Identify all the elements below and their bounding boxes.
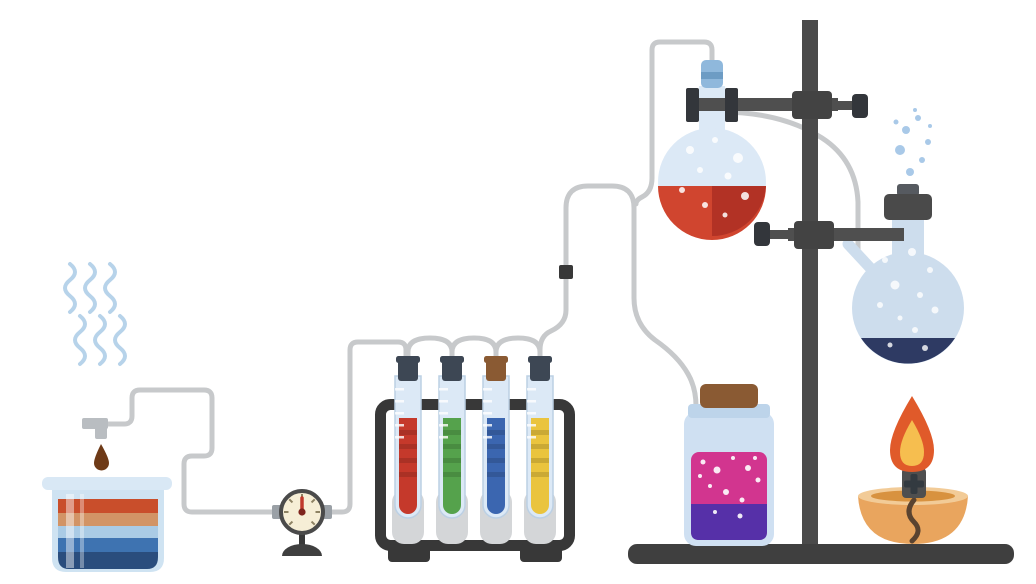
- flask-clamp-upper: [686, 88, 868, 122]
- graduation-marks: [527, 388, 536, 439]
- tube-liquid: [443, 418, 461, 514]
- spirit-burner: [858, 396, 968, 544]
- clamp-screw-knob: [754, 222, 770, 246]
- flask-adapter-cap: [884, 194, 932, 220]
- pressure-gauge: [272, 489, 332, 556]
- stand-base: [628, 544, 1014, 564]
- clamp-block: [792, 91, 832, 119]
- liquid-drop-icon: [94, 444, 109, 471]
- clamp-screw-stem: [832, 101, 854, 110]
- connecting-tubing: [103, 39, 861, 515]
- flame: [890, 396, 934, 472]
- tube-rack-to-junction: [537, 275, 569, 365]
- flask-stopper-band: [701, 72, 723, 79]
- flask-bubbles: [877, 248, 939, 351]
- clamp-screw-knob: [852, 94, 868, 118]
- gauge-base: [282, 544, 322, 556]
- tube-cap: [442, 360, 462, 381]
- boiling-flask-navy: [842, 108, 964, 364]
- liquid-stripes: [399, 430, 417, 477]
- vapor-line: [113, 314, 127, 366]
- liquid-stripes: [487, 430, 505, 477]
- layer-blue: [58, 538, 158, 552]
- jar-liquid-purple: [691, 504, 767, 540]
- flask-adapter-nub: [897, 184, 919, 196]
- flask-liquid-red-shade: [712, 186, 766, 237]
- layer-tan: [58, 513, 158, 526]
- tube-flask-to-junction: [633, 39, 715, 207]
- layer-pale-blue: [58, 526, 158, 538]
- glass-highlight: [80, 494, 84, 568]
- vapor-line: [73, 314, 87, 366]
- rack-foot-right: [520, 544, 562, 562]
- tube-junction-loop-to-jar: [563, 183, 699, 409]
- liquid-stripes: [531, 430, 549, 477]
- beaker-group: [42, 418, 172, 572]
- flask-bulb: [852, 252, 964, 364]
- vapor-line: [103, 262, 117, 314]
- glass-highlight: [66, 494, 74, 568]
- jar-cork: [700, 384, 758, 408]
- specimen-jar: [684, 384, 774, 546]
- beaker-rim: [42, 477, 172, 490]
- tube-flask-to-boiling-flask: [717, 109, 861, 255]
- test-tube-blue: [482, 356, 510, 519]
- rack-foot-left: [388, 544, 430, 562]
- round-flask-red: [658, 60, 766, 240]
- beaker-liquid-layers: [58, 494, 158, 569]
- flask-clamp-lower: [754, 221, 904, 249]
- jar-bubbles: [698, 456, 761, 519]
- test-tube-green: [438, 356, 466, 519]
- tube-dropper-to-gauge: [103, 387, 279, 515]
- dropper: [82, 418, 109, 471]
- tube-liquid: [487, 418, 505, 514]
- gauge-stem: [299, 533, 305, 550]
- layer-navy: [58, 552, 158, 569]
- graduation-marks: [395, 388, 404, 439]
- steam-vapor-lines: [63, 262, 127, 366]
- clamp-block: [794, 221, 834, 249]
- tube-liquid: [531, 418, 549, 514]
- test-tube-red: [394, 356, 422, 519]
- tube-cap: [398, 360, 418, 381]
- rack-frame: [375, 399, 575, 551]
- dropper-pipe: [82, 418, 108, 429]
- tube-gauge-to-rack: [321, 339, 409, 515]
- tube-cork: [486, 360, 506, 381]
- vapor-line: [93, 314, 107, 366]
- stand-pole: [802, 20, 818, 548]
- flask-liquid-navy: [861, 338, 955, 364]
- flame-inner: [900, 420, 924, 466]
- burner-cross-screw: [904, 474, 924, 494]
- test-tube-rack: [375, 356, 575, 562]
- clamp-jaw-right: [725, 88, 738, 122]
- burner-wick: [906, 497, 921, 544]
- tube-liquid: [399, 418, 417, 514]
- vapor-line: [63, 262, 77, 314]
- dropper-tip: [95, 427, 107, 439]
- liquid-stripes: [443, 430, 461, 477]
- graduation-marks: [483, 388, 492, 439]
- tube-cap: [530, 360, 550, 381]
- clamp-jaw-left: [686, 88, 699, 122]
- tube-junction-connector: [559, 265, 573, 279]
- layer-red: [58, 499, 158, 513]
- test-tube-yellow: [526, 356, 554, 519]
- vapor-line: [83, 262, 97, 314]
- gauge-pivot: [298, 508, 306, 516]
- flask-bubbles: [679, 137, 749, 218]
- clamp-screw-stem: [768, 230, 790, 239]
- rising-bubbles: [893, 108, 932, 176]
- graduation-marks: [439, 388, 448, 439]
